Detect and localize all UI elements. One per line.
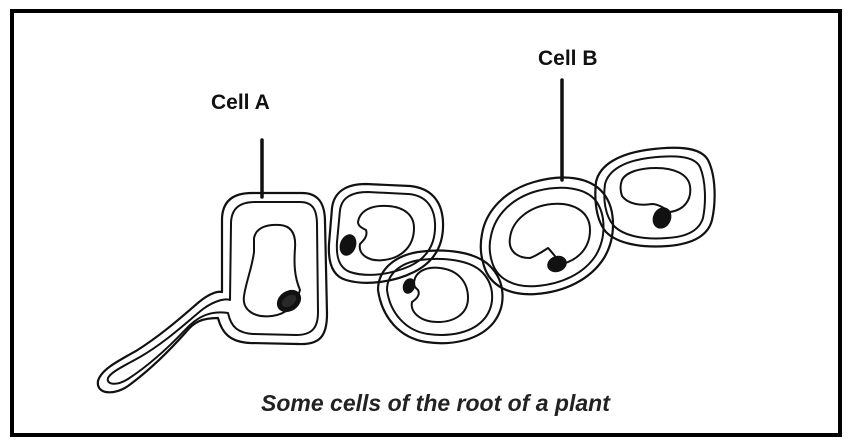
- cell-a: [98, 193, 327, 392]
- cell-vacuole: [412, 268, 468, 322]
- cell-b-vacuole: [510, 204, 590, 264]
- cell-membrane: [387, 259, 492, 335]
- cell-b: [481, 178, 613, 295]
- cell-membrane: [337, 192, 435, 275]
- cell-a-label: Cell A: [211, 92, 270, 113]
- cell-nucleus: [337, 232, 360, 258]
- cell-nucleus: [649, 204, 675, 232]
- cell-vacuole: [358, 206, 414, 260]
- cell-b-label: Cell B: [538, 48, 598, 69]
- cell-vacuole: [621, 168, 691, 212]
- cell-b-membrane: [490, 188, 604, 286]
- cell-b-nucleus: [545, 253, 569, 275]
- diagram-caption: Some cells of the root of a plant: [261, 392, 610, 415]
